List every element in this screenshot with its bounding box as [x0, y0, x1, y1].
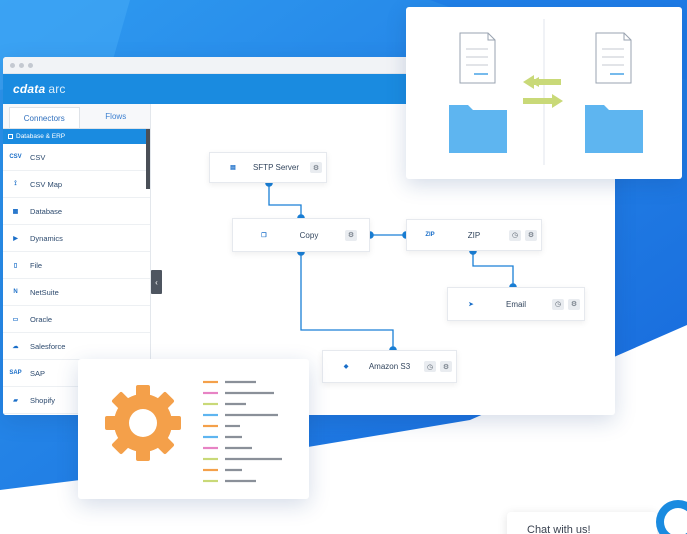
window-dot[interactable] — [28, 62, 33, 68]
folder-icon-right — [585, 105, 643, 153]
chevron-left-icon: ‹ — [155, 277, 158, 287]
paper-plane-icon: ➤ — [468, 301, 474, 308]
sidebar-tabs: Connectors Flows — [3, 104, 150, 129]
chat-bubble-icon[interactable] — [656, 500, 687, 534]
document-icon-left — [459, 32, 496, 84]
transfer-arrows-icon — [523, 75, 563, 108]
sidebar-item-csv[interactable]: CSV CSV — [3, 144, 150, 171]
copy-icon: ❐ — [261, 232, 267, 239]
connectors-sidebar: Connectors Flows Database & ERP CSV CSV ⟟… — [3, 104, 151, 415]
sidebar-item-label: Oracle — [30, 314, 53, 324]
timer-icon[interactable]: ◷ — [509, 229, 521, 241]
sidebar-item-label: NetSuite — [30, 287, 59, 297]
sidebar-item-sap[interactable]: SAP SAP — [3, 360, 150, 387]
node-amazon-s3[interactable]: ◆ Amazon S3 ◷ ⚙ — [322, 350, 457, 383]
csv-icon: CSV — [9, 154, 22, 160]
gear-code-illustration — [105, 380, 282, 483]
sidebar-item-label: File — [30, 260, 43, 270]
sidebar-item-database[interactable]: ▦ Database — [3, 198, 150, 225]
node-email[interactable]: ➤ Email ◷ ⚙ — [447, 287, 585, 321]
dynamics-icon: ▶ — [13, 235, 18, 242]
chat-label: Chat with us! — [527, 524, 591, 534]
sidebar-scrollbar[interactable] — [146, 129, 150, 189]
database-icon: ▦ — [12, 208, 19, 215]
node-copy[interactable]: ❐ Copy ⚙ — [232, 218, 370, 252]
collapse-sidebar-button[interactable]: ‹ — [151, 270, 162, 294]
section-header[interactable]: Database & ERP — [3, 129, 150, 144]
node-sftp-server[interactable]: ▤ SFTP Server ⚙ — [209, 152, 327, 183]
node-label: Amazon S3 — [368, 362, 411, 371]
gear-icon — [105, 385, 181, 461]
sidebar-item-csv-map[interactable]: ⟟ CSV Map — [3, 171, 150, 198]
section-label: Database & ERP — [16, 133, 66, 140]
amazon-s3-icon: ◆ — [343, 364, 349, 370]
tab-connectors[interactable]: Connectors — [9, 107, 80, 128]
shopify-icon: ▰ — [13, 397, 18, 404]
sidebar-item-file[interactable]: ▯ File — [3, 252, 150, 279]
node-label: Copy — [299, 230, 319, 240]
netsuite-icon: N — [13, 289, 18, 295]
sap-icon: SAP — [9, 370, 22, 376]
file-icon: ▯ — [13, 262, 18, 269]
sidebar-item-shopify[interactable]: ▰ Shopify — [3, 387, 150, 414]
sidebar-item-label: Dynamics — [30, 233, 63, 243]
logo-brand: cdata — [13, 82, 46, 96]
node-label: ZIP — [467, 230, 481, 240]
sidebar-item-label: CSV — [30, 152, 46, 162]
window-dot[interactable] — [19, 62, 24, 68]
config-illustration-card — [78, 359, 309, 499]
sidebar-item-salesforce[interactable]: ☁ Salesforce — [3, 333, 150, 360]
sidebar-item-label: CSV Map — [30, 179, 63, 189]
salesforce-icon: ☁ — [12, 343, 19, 350]
document-icon-right — [595, 32, 632, 84]
sidebar-item-netsuite[interactable]: N NetSuite — [3, 279, 150, 306]
sidebar-item-oracle[interactable]: ▭ Oracle — [3, 306, 150, 333]
logo-product: arc — [48, 82, 66, 96]
timer-icon[interactable]: ◷ — [552, 298, 564, 310]
settings-gear-icon[interactable]: ⚙ — [525, 229, 537, 241]
sftp-icon: ▤ — [230, 165, 236, 171]
file-transfer-card — [406, 7, 682, 179]
sidebar-item-label: Shopify — [30, 395, 56, 405]
zip-icon: ZIP — [425, 232, 435, 238]
settings-gear-icon[interactable]: ⚙ — [568, 298, 580, 310]
sidebar-item-label: Salesforce — [30, 341, 66, 351]
settings-gear-icon[interactable]: ⚙ — [440, 361, 452, 372]
csv-map-icon: ⟟ — [14, 180, 17, 187]
collapse-square-icon — [8, 134, 13, 139]
settings-gear-icon[interactable]: ⚙ — [310, 162, 322, 173]
folder-icon-left — [449, 105, 507, 153]
code-lines — [203, 380, 282, 483]
node-label: SFTP Server — [252, 163, 300, 172]
file-transfer-illustration — [449, 19, 643, 165]
chat-widget-label[interactable]: Chat with us! — [507, 512, 657, 534]
node-zip[interactable]: ZIP ZIP ◷ ⚙ — [406, 219, 542, 251]
node-label: Email — [505, 299, 526, 309]
timer-icon[interactable]: ◷ — [424, 361, 436, 372]
window-dot[interactable] — [10, 62, 15, 68]
sidebar-item-dynamics[interactable]: ▶ Dynamics — [3, 225, 150, 252]
tab-flows[interactable]: Flows — [105, 111, 127, 121]
sidebar-item-label: Database — [30, 206, 63, 216]
settings-gear-icon[interactable]: ⚙ — [345, 229, 357, 241]
sidebar-item-label: SAP — [30, 368, 46, 378]
oracle-icon: ▭ — [12, 316, 19, 323]
